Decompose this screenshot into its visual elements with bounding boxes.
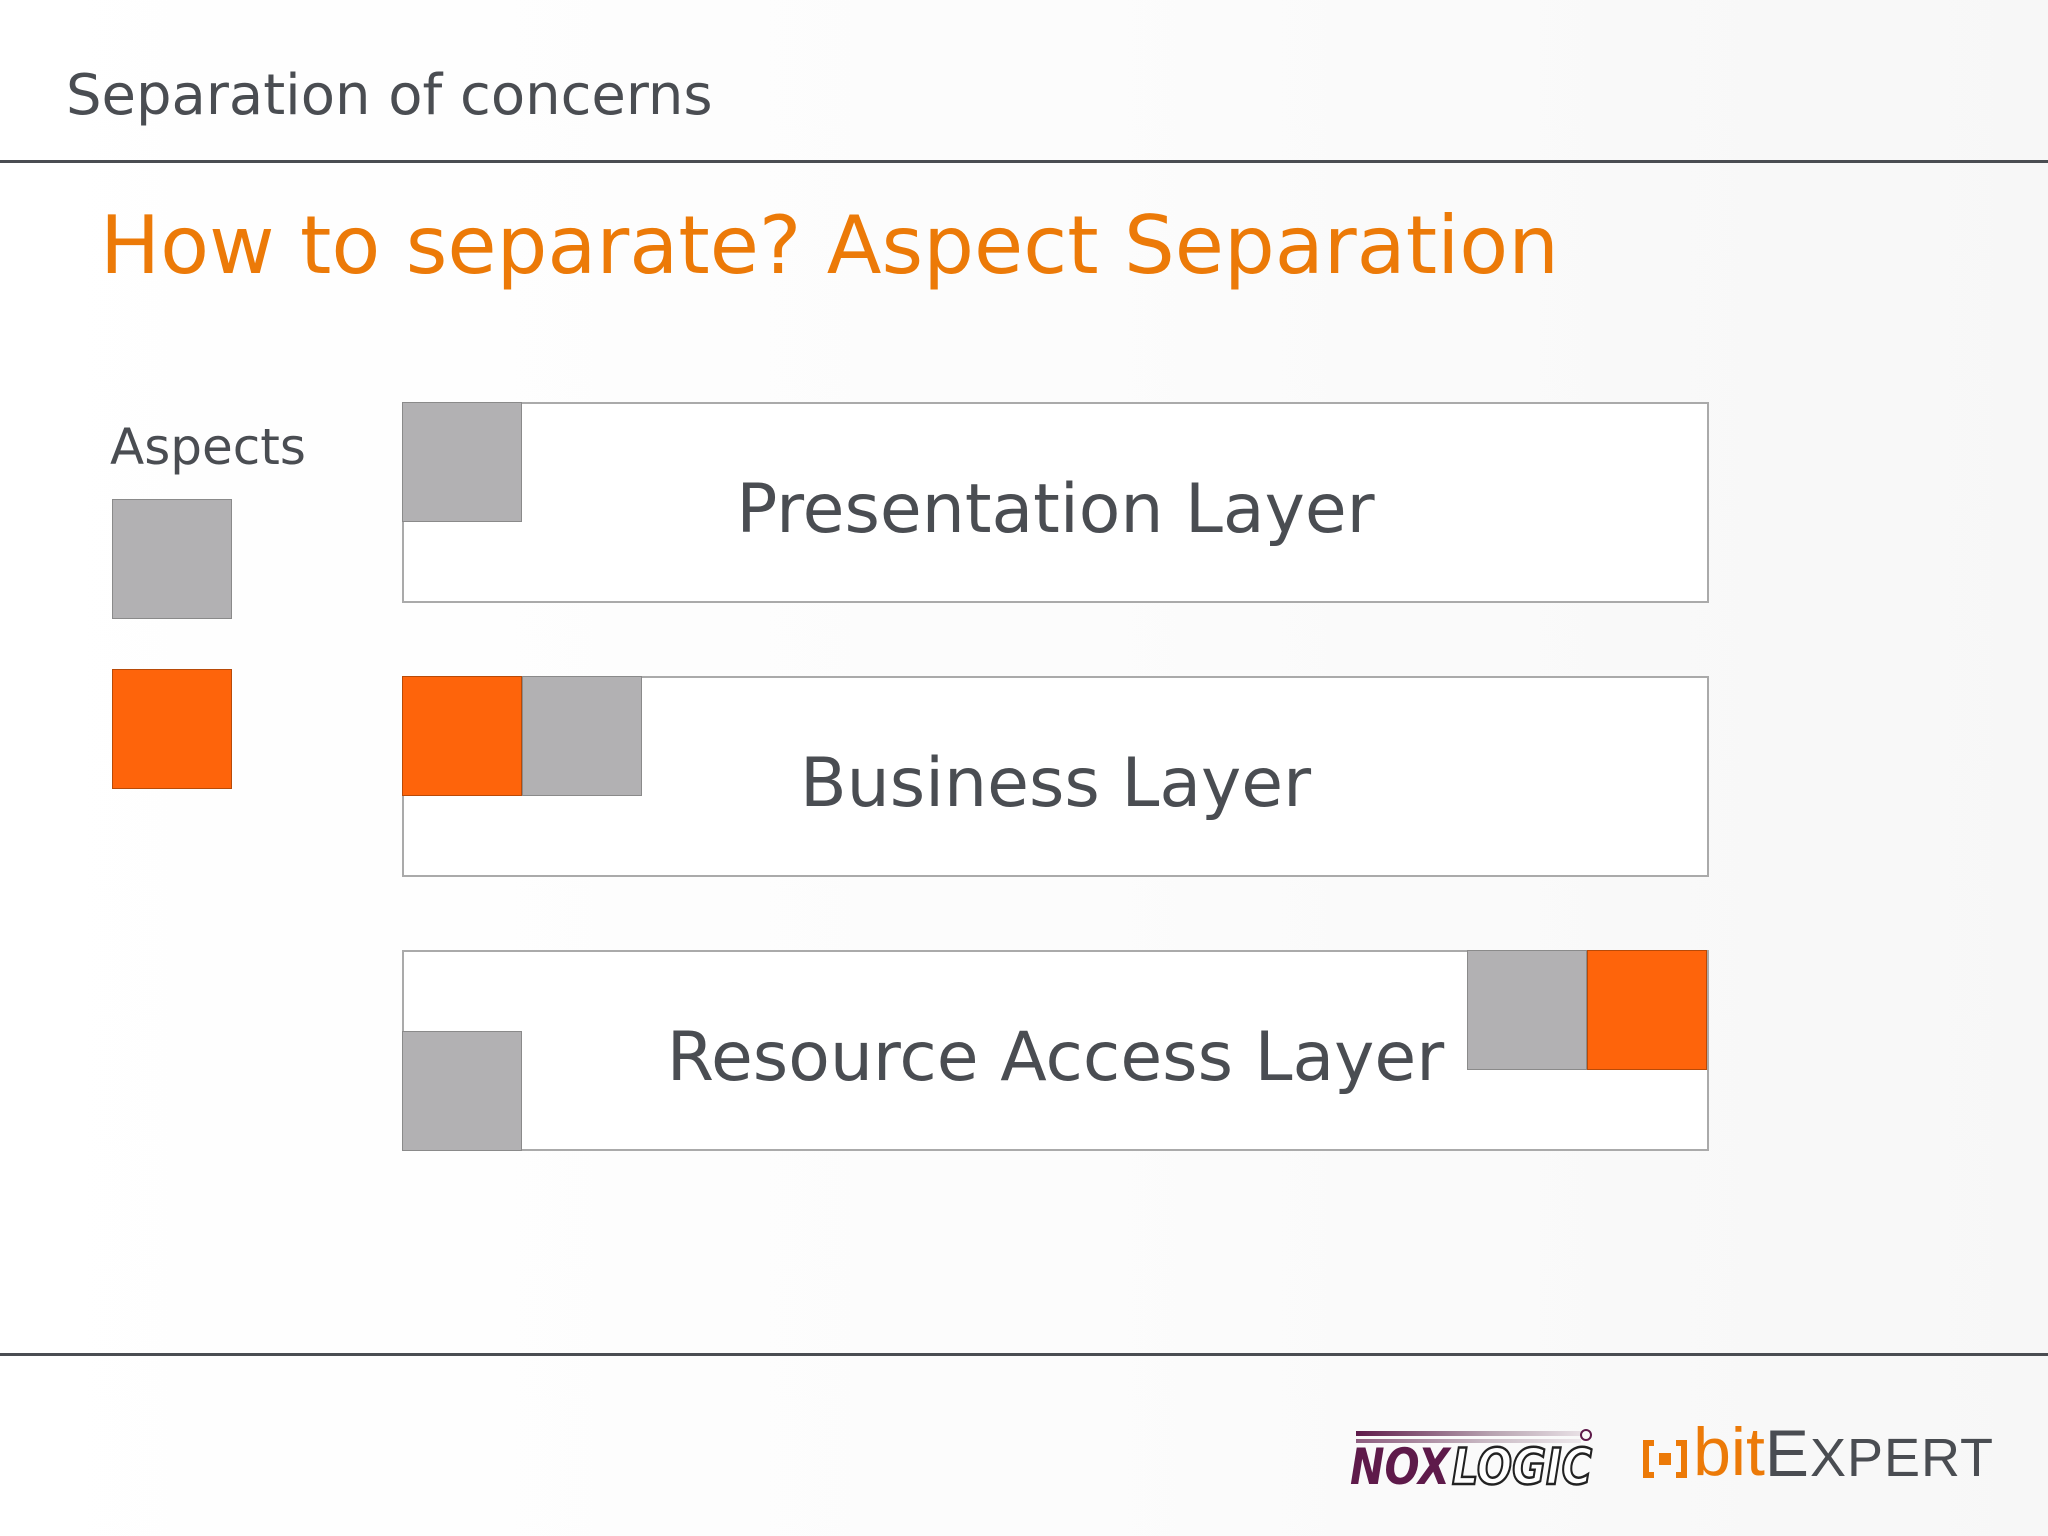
- business-grey-aspect: [522, 676, 642, 796]
- svg-text:LOGIC: LOGIC: [1452, 1438, 1592, 1488]
- footer-divider: [0, 1353, 2048, 1356]
- slide-title: How to separate? Aspect Separation: [100, 199, 1559, 292]
- svg-text:NOX: NOX: [1350, 1438, 1452, 1488]
- business-layer-label: Business Layer: [799, 744, 1312, 823]
- bitexpert-expert-text: EXPERT: [1764, 1416, 1995, 1490]
- presentation-layer-label: Presentation Layer: [736, 470, 1375, 549]
- legend-grey-aspect: [112, 499, 232, 619]
- resource-access-layer-label: Resource Access Layer: [666, 1018, 1445, 1097]
- bitexpert-bracket-icon: [1643, 1440, 1687, 1478]
- header-divider: [0, 160, 2048, 163]
- noxlogic-logo: NOX LOGIC: [1350, 1429, 1594, 1488]
- resource-grey-aspect-left: [402, 1031, 522, 1151]
- presentation-grey-aspect: [402, 402, 522, 522]
- bitexpert-logo: bitEXPERT: [1642, 1418, 1994, 1488]
- resource-grey-aspect-right: [1467, 950, 1587, 1070]
- bitexpert-bit-text: bit: [1693, 1414, 1765, 1490]
- business-orange-aspect: [402, 676, 522, 796]
- section-title: Separation of concerns: [66, 63, 713, 128]
- aspects-legend-label: Aspects: [110, 418, 306, 476]
- legend-orange-aspect: [112, 669, 232, 789]
- presentation-layer-box: Presentation Layer: [402, 402, 1709, 603]
- resource-orange-aspect: [1587, 950, 1707, 1070]
